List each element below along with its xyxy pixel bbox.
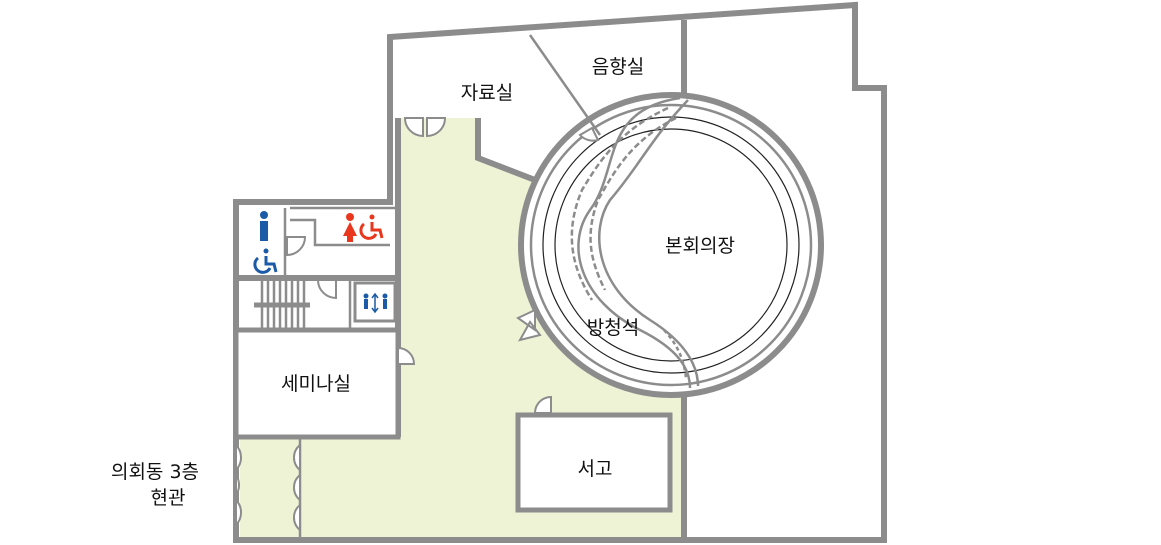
female-restroom-icon: [343, 213, 357, 242]
room-label-plenary: 본회의장: [665, 235, 735, 257]
seminar-room: [233, 327, 401, 440]
stairs-icon: [254, 280, 310, 330]
accessible-restroom-icon: [253, 248, 278, 274]
entrance-label-line1: 의회동 3층: [111, 461, 199, 483]
accessible-restroom-icon: [359, 214, 384, 240]
room-label-archive: 자료실: [461, 82, 513, 104]
stacks-room: [515, 412, 673, 513]
room-label-stacks: 서고: [578, 458, 613, 480]
plenary-hall: [518, 92, 824, 398]
male-restroom-icon: [260, 211, 268, 241]
entrance-doors[interactable]: [233, 437, 302, 537]
core-block: [236, 206, 398, 330]
entrance-label-line2: 현관: [151, 487, 186, 509]
room-label-gallery: 방청석: [587, 317, 639, 339]
room-label-seminar: 세미나실: [281, 373, 351, 395]
door[interactable]: [403, 117, 447, 138]
room-label-sound: 음향실: [592, 56, 644, 78]
outer-wall: [233, 1, 887, 543]
elevator-icon: [363, 292, 388, 314]
